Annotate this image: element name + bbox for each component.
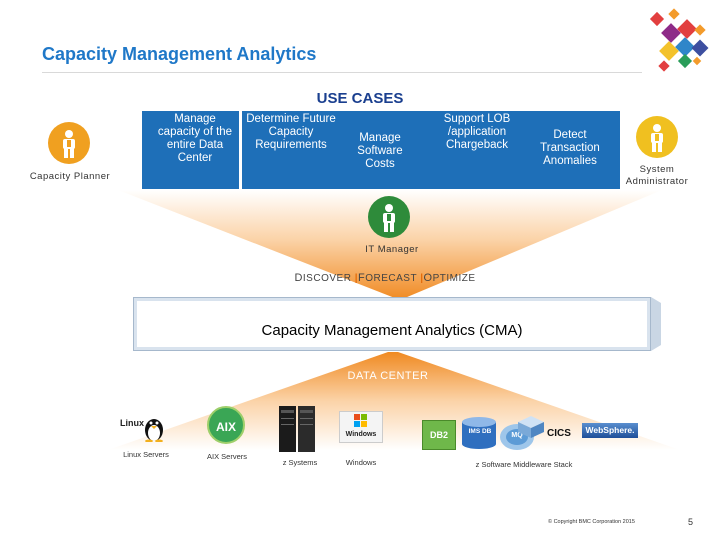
page-number: 5 [688,517,694,527]
cics-cube-icon [518,416,544,438]
z-systems-mainframe-icon [279,406,315,452]
forecast-initial: F [358,272,366,284]
cma-box [133,297,651,351]
band-separator [239,111,242,189]
windows-logo-box: Windows [339,411,383,443]
decorative-diamonds-icon [649,8,709,72]
db2-logo-icon: DB2 [422,420,456,450]
ims-database-icon [462,417,496,449]
separator-2: | [420,273,424,284]
websphere-logo-icon: WebSphere. [582,423,638,438]
use-cases-band [142,111,620,189]
copyright: © Copyright BMC Corporation 2015 [548,519,635,525]
use-case-software-costs: Manage Software Costs [357,132,403,170]
discover-rest: ISCOVER [302,273,352,284]
aix-servers-label: AIX Servers [206,452,247,461]
windows-flag-icon [354,414,367,427]
linux-servers-label: Linux Servers [123,450,169,459]
separator-1: | [354,273,359,284]
it-manager-person-icon [368,196,410,238]
use-case-transaction-anomalies: Detect Transaction Anomalies [540,129,600,167]
system-administrator-label: System Administrator [625,164,689,187]
ims-logo-text: IMS DB [468,428,492,435]
mq-logo-text: MQ [511,432,523,439]
windows-logo-text: Windows [345,431,377,438]
aix-logo-icon: AIX [207,406,245,444]
system-administrator-person-icon [636,116,678,158]
data-center-label: DATA CENTER [347,370,429,382]
forecast-rest: ORECAST [365,273,417,284]
use-case-future-capacity: Determine Future Capacity Requirements [246,113,336,151]
it-manager-label: IT Manager [365,244,419,255]
cics-label: CICS [547,428,571,439]
linux-logo-text: Linux [120,418,144,428]
windows-label: Windows [345,458,377,467]
optimize-initial: O [423,272,433,284]
discover-initial: D [294,272,303,284]
tux-penguin-icon [145,419,163,442]
discover-forecast-optimize: DISCOVER |FORECAST |OPTIMIZE [0,272,720,284]
cma-box-side [651,297,661,351]
capacity-planner-person-icon [48,122,90,164]
z-software-middleware-label: z Software Middleware Stack [475,460,573,469]
use-cases-title: USE CASES [316,90,404,107]
slide-title: Capacity Management Analytics [42,44,317,64]
title-divider [42,72,642,73]
z-systems-label: z Systems [282,458,318,467]
use-case-manage-capacity: Manage capacity of the entire Data Cente… [157,113,233,164]
use-case-chargeback: Support LOB /application Chargeback [443,113,511,151]
capacity-planner-label: Capacity Planner [29,171,111,182]
cma-label: Capacity Management Analytics (CMA) [261,322,523,339]
optimize-rest: PTIMIZE [432,273,476,284]
